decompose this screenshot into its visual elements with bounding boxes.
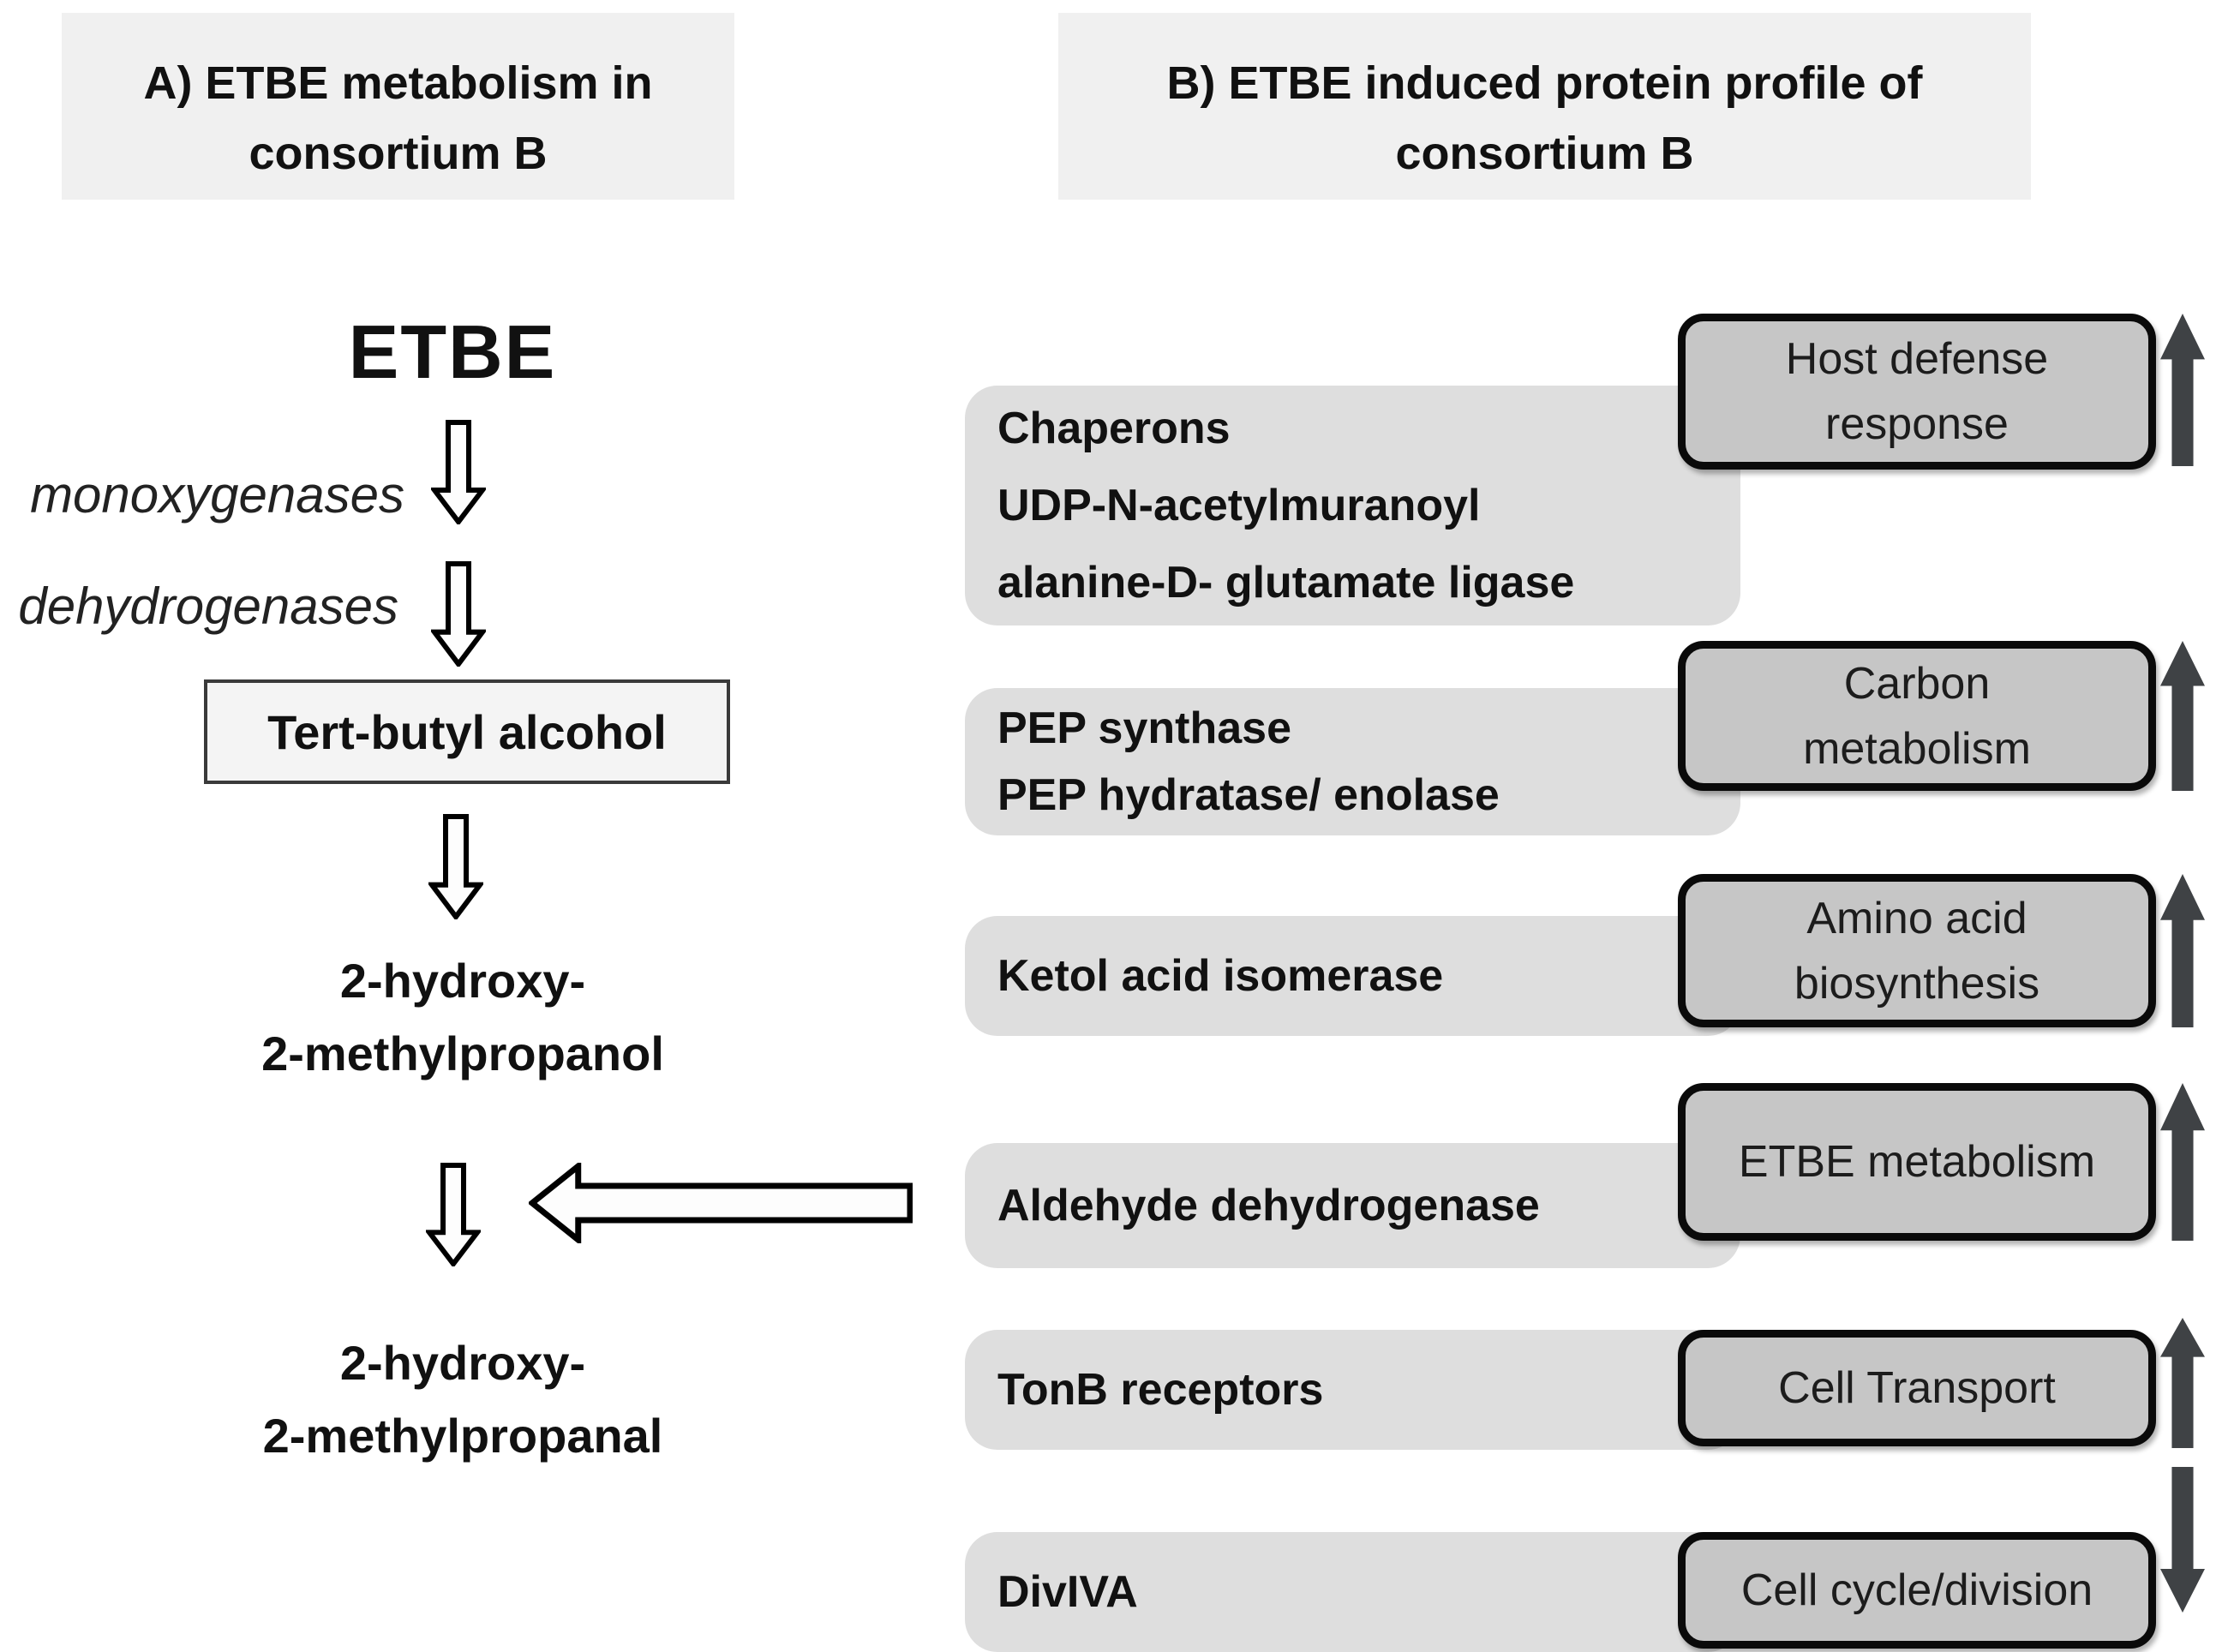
function-label: Cell Transport [1778, 1363, 2056, 1413]
function-label: Cell cycle/division [1740, 1565, 2093, 1615]
flow-arrow-down-icon [431, 561, 486, 667]
flow-arrow-left-icon [529, 1163, 913, 1243]
function-box-carbon-metabolism: Carbon metabolism [1678, 641, 2156, 791]
function-label: response [1825, 399, 2009, 449]
trend-up-icon [2160, 641, 2205, 791]
protein-label: PEP hydratase/ enolase [997, 770, 1500, 820]
protein-label: Ketol acid isomerase [997, 951, 1444, 1001]
node-propanol-line1: 2-hydroxy- [339, 954, 586, 1008]
protein-label: Aldehyde dehydrogenase [997, 1181, 1540, 1230]
panel-b-title-line1: B) ETBE induced protein profile of [1166, 57, 1923, 109]
enzyme-dehydrogenases: dehydrogenases [18, 578, 398, 635]
function-box-cell-cycle-division: Cell cycle/division [1678, 1532, 2156, 1649]
flow-arrow-down-icon [428, 814, 483, 919]
node-etbe: ETBE [348, 309, 557, 394]
protein-label: PEP synthase [997, 703, 1292, 753]
protein-label: alanine-D- glutamate ligase [997, 558, 1575, 608]
function-box-etbe-metabolism: ETBE metabolism [1678, 1083, 2156, 1241]
node-propanol-line2: 2-methylpropanol [261, 1027, 664, 1080]
node-propanal-line2: 2-methylpropanal [262, 1409, 663, 1463]
panel-a-title-line2: consortium B [249, 128, 548, 179]
trend-up-icon [2160, 874, 2205, 1027]
function-label: ETBE metabolism [1738, 1137, 2096, 1187]
node-2-hydroxy-2-methylpropanol: 2-hydroxy- 2-methylpropanol [206, 944, 720, 1090]
node-2-hydroxy-2-methylpropanal: 2-hydroxy- 2-methylpropanal [206, 1326, 720, 1472]
flow-arrow-down-icon [431, 420, 486, 524]
panel-b-title: B) ETBE induced protein profile of conso… [1058, 13, 2031, 200]
function-label: metabolism [1803, 723, 2031, 774]
function-label: Amino acid [1806, 893, 2027, 943]
protein-label: Chaperons [997, 404, 1231, 453]
protein-label: TonB receptors [997, 1365, 1324, 1415]
function-box-amino-acid-biosynthesis: Amino acid biosynthesis [1678, 874, 2156, 1027]
protein-label: UDP-N-acetylmuranoyl [997, 481, 1481, 530]
function-box-host-defense-response: Host defense response [1678, 314, 2156, 470]
function-label: Carbon [1843, 658, 1991, 709]
panel-b-title-line2: consortium B [1395, 128, 1694, 179]
protein-group-chaperons: Chaperons UDP-N-acetylmuranoyl alanine-D… [965, 386, 1740, 625]
panel-a-title-line1: A) ETBE metabolism in [143, 57, 653, 109]
trend-up-icon [2160, 314, 2205, 466]
flow-arrow-down-icon [426, 1163, 481, 1266]
function-box-cell-transport: Cell Transport [1678, 1330, 2156, 1446]
trend-down-icon [2160, 1467, 2205, 1613]
protein-group-tonb-receptors: TonB receptors [965, 1330, 1740, 1450]
function-label: Host defense [1785, 334, 2049, 384]
protein-group-ketol-acid-isomerase: Ketol acid isomerase [965, 916, 1740, 1036]
protein-group-aldehyde-dehydrogenase: Aldehyde dehydrogenase [965, 1143, 1740, 1268]
protein-group-diviva: DivIVA [965, 1532, 1740, 1652]
node-propanal-line1: 2-hydroxy- [339, 1336, 586, 1390]
enzyme-monoxygenases: monoxygenases [30, 466, 404, 524]
node-tert-butyl-alcohol-label: Tert-butyl alcohol [267, 704, 667, 759]
function-label: biosynthesis [1794, 958, 2040, 1009]
protein-group-pep: PEP synthase PEP hydratase/ enolase [965, 688, 1740, 835]
panel-a-title: A) ETBE metabolism in consortium B [62, 13, 734, 200]
trend-up-icon [2160, 1318, 2205, 1448]
protein-label: DivIVA [997, 1567, 1138, 1617]
trend-up-icon [2160, 1083, 2205, 1241]
node-tert-butyl-alcohol: Tert-butyl alcohol [204, 679, 730, 784]
